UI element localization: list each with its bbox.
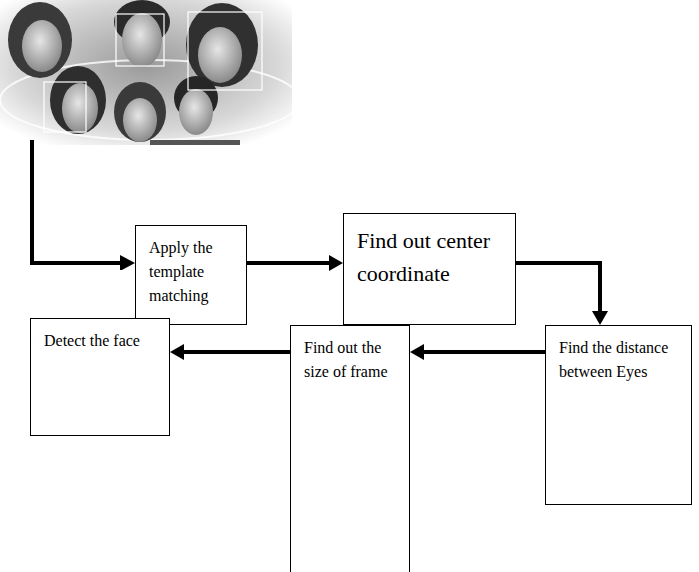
flow-arrow xyxy=(170,344,290,360)
flow-arrow xyxy=(247,255,343,271)
process-box: Detect the face xyxy=(30,318,170,436)
process-box: Find the distance between Eyes xyxy=(545,325,692,505)
process-box: Apply the template matching xyxy=(135,225,247,325)
box-label: Find out the size of frame xyxy=(304,336,401,384)
flow-arrow xyxy=(516,263,608,325)
process-box: Find out center coordinate xyxy=(343,213,516,325)
box-label: Apply the template matching xyxy=(149,236,238,308)
process-box: Find out the size of frame xyxy=(290,325,410,572)
box-label: Find out center coordinate xyxy=(357,224,507,290)
flow-arrow xyxy=(410,344,545,360)
box-label: Detect the face xyxy=(44,329,161,353)
box-label: Find the distance between Eyes xyxy=(559,336,683,384)
